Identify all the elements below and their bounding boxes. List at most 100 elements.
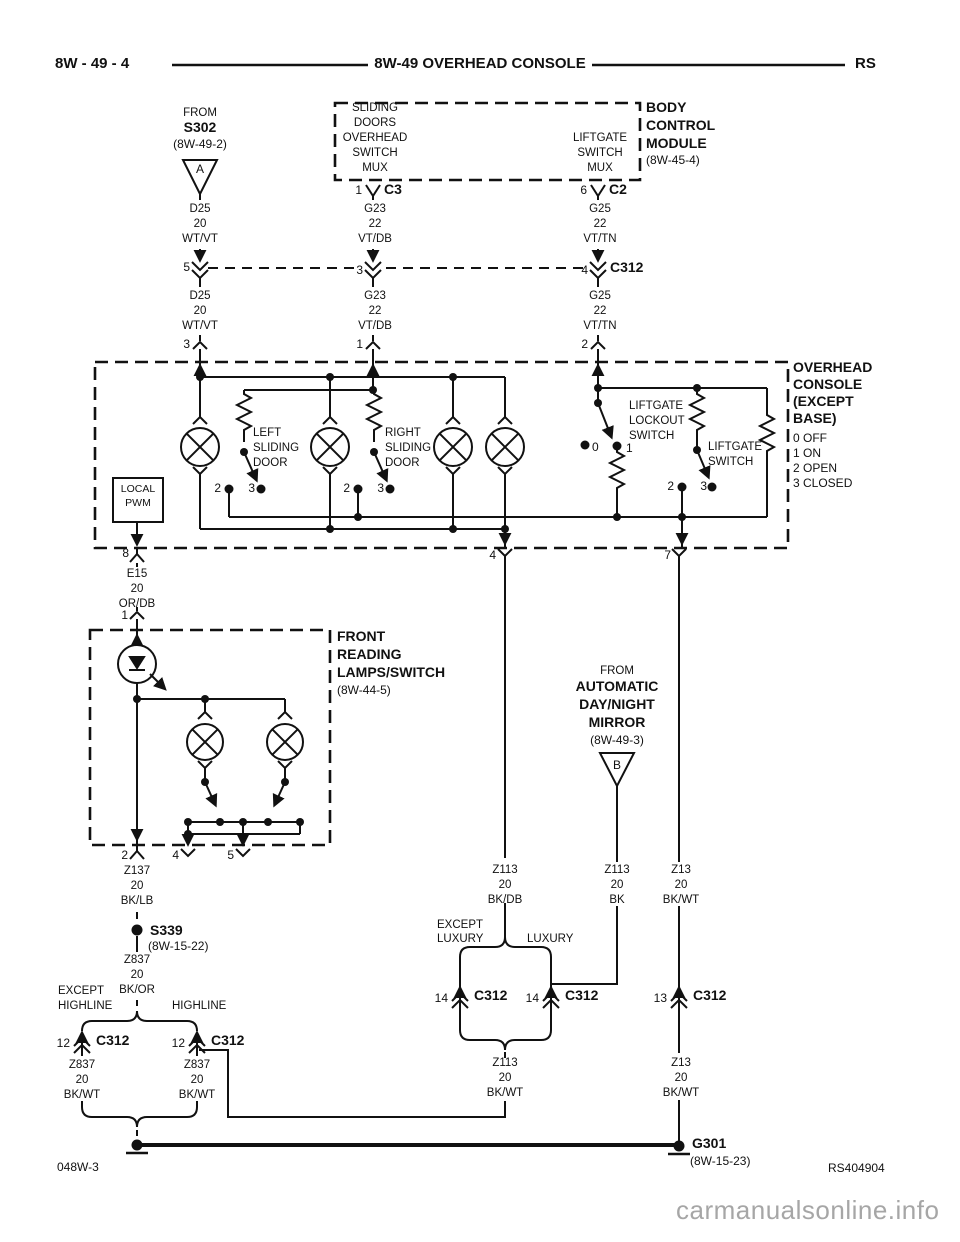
- console-pin-2: 2: [581, 337, 588, 351]
- c312-connector-lux-right: C312: [565, 987, 599, 1003]
- reading-name-3: LAMPS/SWITCH: [337, 664, 446, 680]
- variant-except-highline-2: HIGHLINE: [58, 1000, 113, 1012]
- source-a-tag: A: [195, 162, 205, 176]
- c312-pin-14-left: 14: [434, 991, 448, 1005]
- console-legend-2: 2 OPEN: [793, 461, 838, 475]
- variant-highline: HIGHLINE: [172, 1000, 227, 1012]
- source-b-name-2: DAY/NIGHT: [579, 696, 655, 712]
- variant-except-highline-1: EXCEPT: [58, 985, 105, 997]
- right-door-contact-2: 2: [343, 481, 350, 495]
- c312-connector-hl-left: C312: [96, 1032, 130, 1048]
- c312-connector-hl-right: C312: [211, 1032, 245, 1048]
- watermark: carmanualsonline.info: [676, 1195, 940, 1225]
- source-b-name-1: AUTOMATIC: [575, 678, 659, 694]
- lockout-l2: LOCKOUT: [629, 415, 685, 427]
- left-door-contact-3: 3: [248, 481, 255, 495]
- source-b-from: FROM: [600, 665, 634, 677]
- c2-connector: C2: [609, 181, 627, 197]
- splice-s339-ref: (8W-15-22): [148, 939, 209, 953]
- sheet-code: 048W-3: [57, 1160, 99, 1174]
- page-ref: 8W - 49 - 4: [55, 55, 130, 72]
- c3-connector: C3: [384, 181, 402, 197]
- console-legend-0: 0 OFF: [793, 431, 828, 445]
- reading-ref: (8W-44-5): [337, 683, 391, 697]
- c312-pin-3: 3: [356, 263, 363, 277]
- right-door-contact-3: 3: [377, 481, 384, 495]
- left-door-l2: SLIDING: [253, 442, 300, 454]
- liftgate-contact-3: 3: [700, 479, 707, 493]
- source-a-from: FROM: [183, 107, 217, 119]
- console-pin-7: 7: [664, 548, 671, 562]
- console-name-3: (EXCEPT: [793, 393, 854, 409]
- lockout-contact-1: 1: [626, 441, 633, 455]
- console-name-2: CONSOLE: [793, 376, 863, 392]
- console-pin-3: 3: [183, 337, 190, 351]
- variant-except-luxury-1: EXCEPT: [437, 919, 484, 931]
- lockout-l3: SWITCH: [629, 430, 675, 442]
- sliding-mux-l4: SWITCH: [352, 147, 398, 159]
- sliding-mux-l3: OVERHEAD: [342, 132, 408, 144]
- liftgate-mux-l2: SWITCH: [577, 147, 623, 159]
- c312-pin-12-left: 12: [56, 1036, 70, 1050]
- source-a-ref: (8W-49-2): [173, 137, 227, 151]
- sliding-mux-l1: SLIDING: [351, 102, 399, 114]
- liftgate-switch-l1: LIFTGATE: [708, 441, 763, 453]
- reading-pin-2: 2: [121, 848, 128, 862]
- c312-pin-12-right: 12: [171, 1036, 185, 1050]
- bcm-ref: (8W-45-4): [646, 153, 700, 167]
- platform-code: RS: [855, 55, 876, 72]
- page-title: 8W-49 OVERHEAD CONSOLE: [374, 55, 586, 72]
- console-pin-4: 4: [489, 548, 496, 562]
- liftgate-contact-2: 2: [667, 479, 674, 493]
- lockout-l1: LIFTGATE: [629, 400, 684, 412]
- left-door-l3: DOOR: [253, 457, 288, 469]
- console-pin-1: 1: [356, 337, 363, 351]
- local-pwm-1: LOCAL: [120, 483, 156, 495]
- sliding-mux-l2: DOORS: [353, 117, 397, 129]
- right-door-l1: RIGHT: [385, 427, 421, 439]
- bcm-name-2: CONTROL: [646, 117, 716, 133]
- right-door-l2: SLIDING: [385, 442, 432, 454]
- c312-connector-z13: C312: [693, 987, 727, 1003]
- reading-pin-4: 4: [172, 848, 179, 862]
- c312-connector: C312: [610, 259, 644, 275]
- variant-except-luxury-2: LUXURY: [437, 933, 484, 945]
- console-name-1: OVERHEAD: [793, 359, 873, 375]
- sliding-mux-l5: MUX: [362, 162, 388, 174]
- liftgate-switch-l2: SWITCH: [708, 456, 754, 468]
- ground-g301-ref: (8W-15-23): [690, 1154, 751, 1168]
- c312-connector-lux-left: C312: [474, 987, 508, 1003]
- variant-luxury: LUXURY: [527, 933, 574, 945]
- bcm-name-1: BODY: [646, 99, 687, 115]
- source-b-ref: (8W-49-3): [590, 733, 644, 747]
- left-door-l1: LEFT: [253, 427, 282, 439]
- console-name-4: BASE): [793, 410, 837, 426]
- console-pin-8: 8: [122, 546, 129, 560]
- source-b-tag: B: [612, 758, 622, 772]
- reading-pin-5: 5: [227, 848, 234, 862]
- c312-pin-5: 5: [183, 260, 190, 274]
- reading-name-2: READING: [337, 646, 402, 662]
- revision-code: RS404904: [828, 1161, 885, 1175]
- console-legend-1: 1 ON: [793, 446, 822, 460]
- lockout-contact-0: 0: [592, 440, 599, 454]
- source-b-name-3: MIRROR: [588, 714, 646, 730]
- left-door-contact-2: 2: [214, 481, 221, 495]
